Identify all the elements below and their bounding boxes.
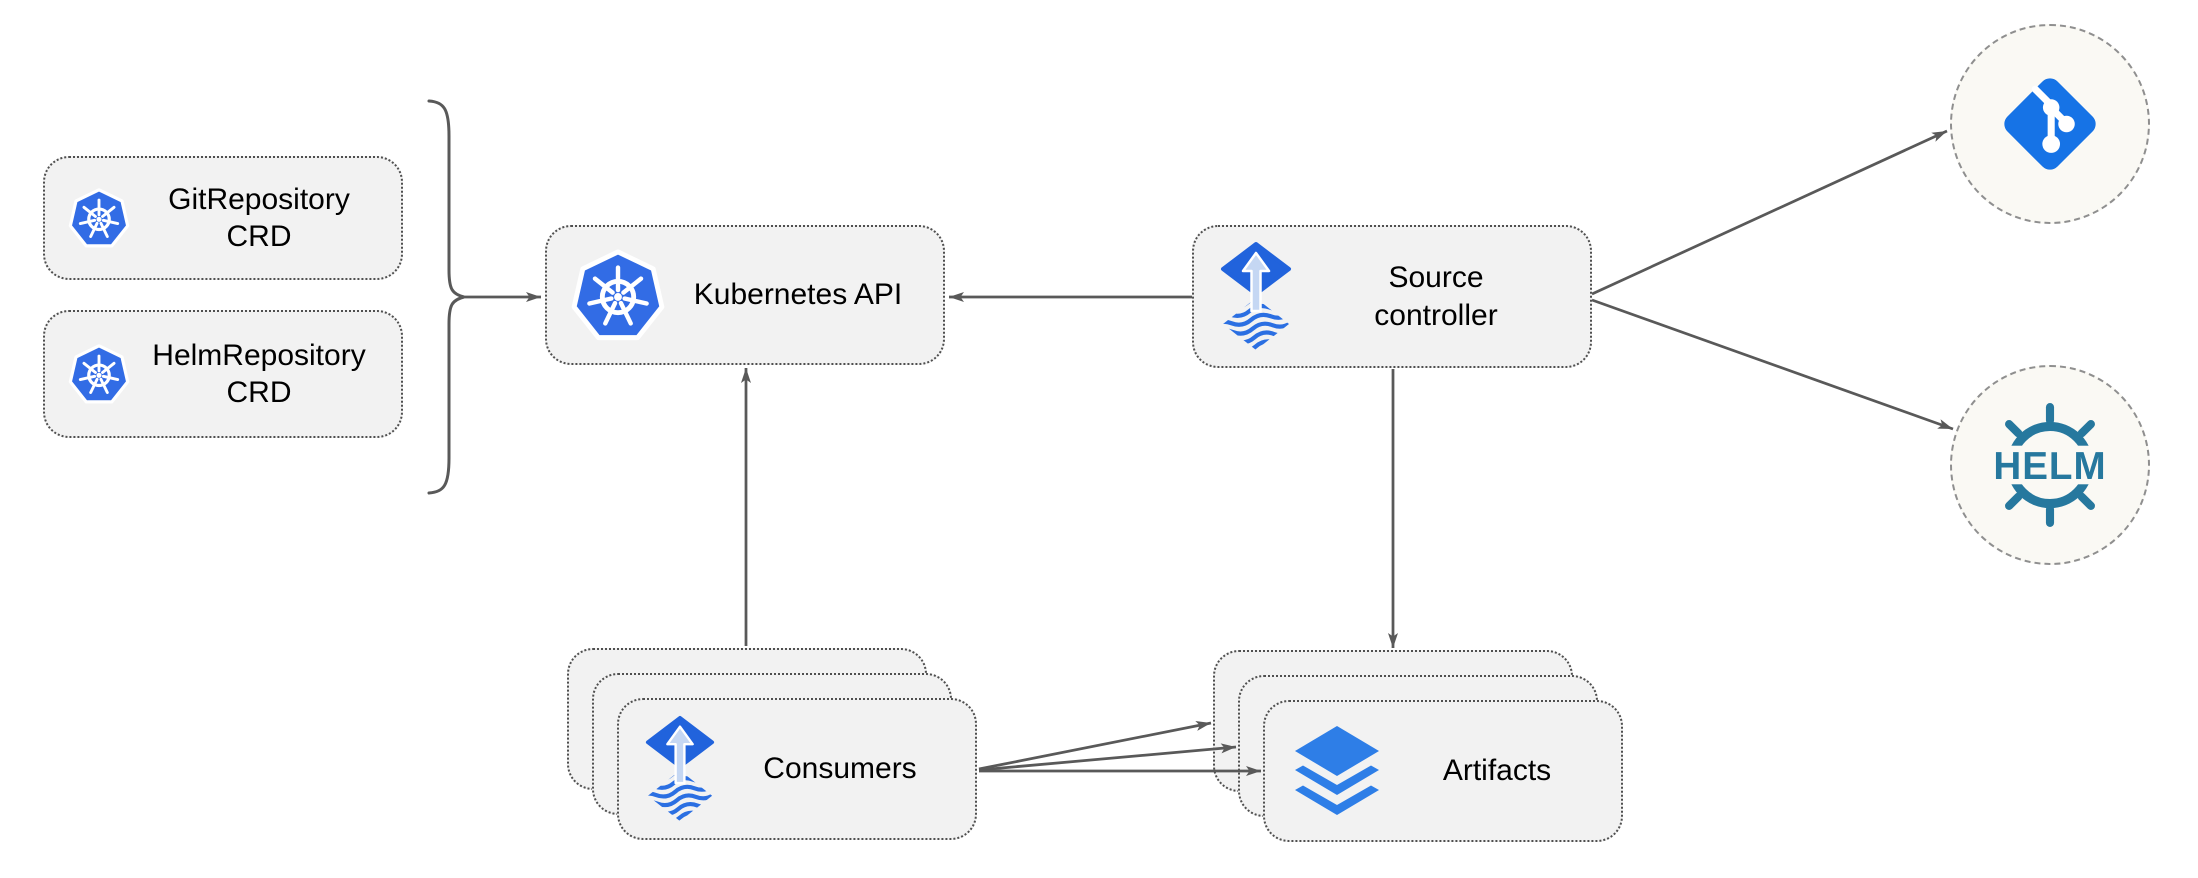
layers-icon: [1295, 726, 1379, 815]
node-source-controller: Source controller: [1192, 225, 1592, 368]
node-label: HelmRepository CRD: [152, 338, 366, 410]
helm-wordmark: HELM: [1993, 445, 2106, 488]
node-helm-remote: HELM: [1950, 365, 2150, 565]
node-kubernetes-api: Kubernetes API: [545, 225, 945, 365]
brace-crds: [427, 99, 465, 495]
node-helm-repository-crd: HelmRepository CRD: [43, 310, 403, 438]
edge-source-controller-to-helm-remote: [1591, 298, 1954, 431]
flux-icon: [1216, 241, 1296, 353]
node-git-repository-crd: GitRepository CRD: [43, 156, 403, 280]
stack-artifacts: Artifacts: [1213, 650, 1625, 844]
flux-icon: [641, 715, 719, 824]
git-icon: [2004, 78, 2096, 170]
node-artifacts: Artifacts: [1263, 700, 1623, 842]
edge-consumers-to-artifacts-1: [978, 721, 1212, 771]
node-label: Artifacts: [1442, 754, 1552, 788]
kubernetes-icon: [569, 246, 667, 344]
node-label: Source controller: [1374, 261, 1498, 332]
kubernetes-icon: [67, 186, 131, 250]
edge-source-controller-to-git-remote: [1591, 129, 1948, 296]
node-label: Kubernetes API: [693, 278, 903, 312]
edge-consumers-to-artifacts-2: [978, 743, 1237, 772]
kubernetes-icon: [67, 342, 131, 406]
node-consumers: Consumers: [617, 698, 977, 840]
stack-consumers: Consumers: [567, 648, 979, 842]
node-git-remote: [1950, 24, 2150, 224]
node-label: Consumers: [763, 752, 917, 786]
helm-icon: HELM: [1985, 403, 2115, 527]
node-label: GitRepository CRD: [168, 182, 350, 254]
